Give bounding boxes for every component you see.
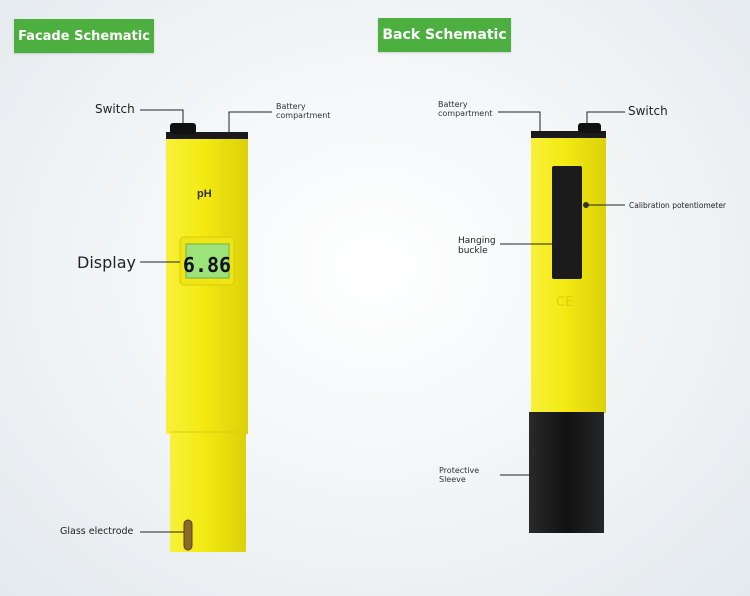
protective-sleeve-label: Protective Sleeve [439, 466, 480, 484]
front-ph-label: pH [197, 188, 212, 200]
front-battery-label: Battery compartment [276, 102, 331, 120]
front-top-cap [166, 132, 248, 140]
hanging-buckle [552, 166, 582, 279]
calibration-potentiometer [583, 202, 589, 208]
hanging-buckle-label: Hanging buckle [458, 236, 496, 256]
leader-lines [140, 109, 625, 533]
back-battery-label: Battery compartment [438, 100, 493, 118]
back-meter: CE [529, 123, 606, 533]
lcd-screen [185, 243, 230, 279]
front-switch-label: Switch [95, 102, 135, 116]
calibration-label: Calibration potentiometer [629, 201, 727, 210]
protective-sleeve [529, 412, 604, 533]
facade-schematic-title: Facade Schematic [14, 19, 154, 53]
glass-electrode [183, 519, 193, 551]
back-switch-label: Switch [628, 104, 668, 118]
front-lower-body [170, 432, 246, 552]
front-meter: pH 6.86 [166, 123, 248, 552]
back-top-cap [531, 131, 606, 139]
glass-electrode-label: Glass electrode [60, 526, 134, 537]
front-switch-button [170, 123, 196, 134]
back-schematic-title: Back Schematic [378, 18, 511, 52]
display-label: Display [77, 253, 136, 272]
back-switch-button [578, 123, 601, 133]
front-body [166, 139, 248, 434]
lcd-reading: 6.86 [183, 253, 231, 277]
ce-mark: CE [556, 295, 573, 310]
